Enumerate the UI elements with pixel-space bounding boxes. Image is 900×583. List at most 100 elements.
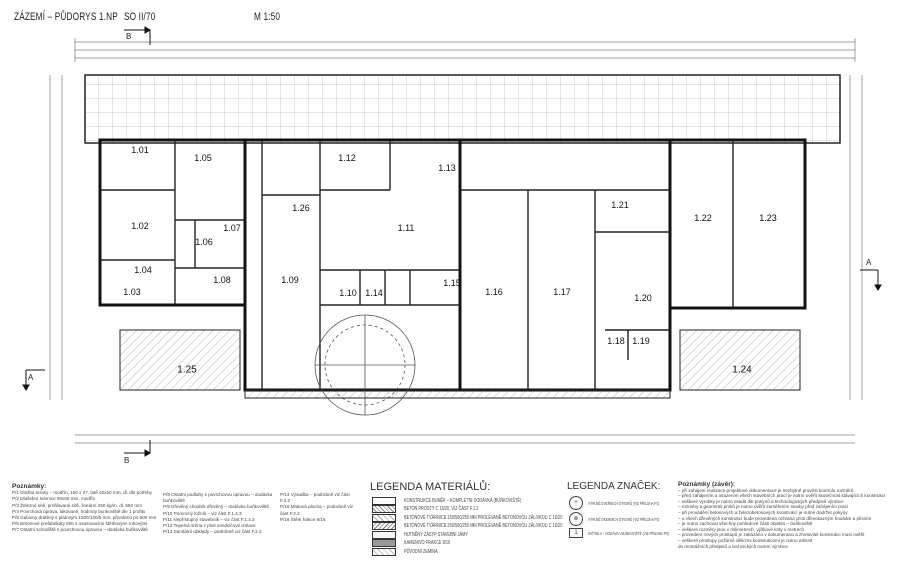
tree-symbol — [314, 314, 416, 416]
note: – veškeré prostupy požárně dělicími kons… — [678, 537, 813, 543]
note: – veškeré rozměry jsou v milimetrech, vý… — [678, 526, 805, 532]
legend-text: BETONOVÉ TVÁRNICE 250/500/250 MM PROLÉVA… — [404, 523, 563, 529]
notes-right: Poznámky (závěr): – při zahájení realiza… — [678, 481, 893, 549]
swatch — [372, 497, 396, 505]
swatch — [372, 548, 396, 556]
note: do montážních předpisů a technických nor… — [678, 543, 788, 549]
note: – před zahájením a osazením všech staveb… — [678, 493, 886, 499]
room-label: 1.19 — [632, 336, 650, 346]
room-label: 1.03 — [123, 287, 141, 297]
room-label: 1.04 — [134, 265, 152, 275]
note: P/5 Gabiony drátěný s plátovým 1500/100/… — [12, 515, 157, 521]
notes-title: Poznámky: — [12, 483, 47, 490]
note: P/8 Ostatní podlahy s povrchovou úpravou… — [163, 492, 273, 504]
room-label: 1.26 — [292, 203, 310, 213]
legend-item: KONSTRUKCE BUNĚK – KOMPLETNÍ DODÁVKA (BU… — [372, 497, 554, 505]
notes-title: Poznámky (závěr): — [678, 481, 736, 488]
legend-item: HUTNĚNÝ ZÁSYP STAVEBNÍ JÁMY — [372, 531, 486, 539]
partitions — [100, 140, 734, 390]
legend-text: HUTNĚNÝ ZÁSYP STAVEBNÍ JÁMY — [404, 532, 468, 538]
room-label: 1.12 — [338, 153, 356, 163]
legend-item: ⊕ VÝPLNĚ OKENNÍCH OTVORŮ (VIZ PŘÍLOHA P2) — [569, 512, 690, 526]
legend-text: VÝPLNĚ DVEŘNÍCH OTVORŮ (VIZ PŘÍLOHA P1) — [588, 500, 660, 506]
room-label: 1.14 — [365, 288, 383, 298]
drawing-scale: M 1:50 — [254, 11, 281, 23]
notes-mid-2: P/14 Výsadba – podrobně viz část F.2.2 P… — [280, 492, 360, 523]
note: P/3 Železné sítě, profilované sítě, line… — [12, 502, 142, 508]
note: P/12 Tepelná stěna z plné sendvičové izo… — [163, 523, 256, 529]
legend-text: BETON PROSTÝ C 16/20, VIZ ČÁST F.1.2 — [404, 506, 479, 512]
note: – je nutno zachovat všechny pohledové čá… — [678, 521, 813, 527]
legend-text: KONSTRUKCE BUNĚK – KOMPLETNÍ DODÁVKA (BU… — [404, 498, 522, 504]
swatch — [372, 539, 396, 547]
note: – rozměry a geometrii prvků je nutno ově… — [678, 504, 849, 510]
note: – při provádění betonových a železobeton… — [678, 509, 848, 515]
room-label: 1.07 — [223, 223, 241, 233]
room-label: 1.09 — [281, 275, 299, 285]
room-label: 1.11 — [397, 223, 415, 233]
room-label: 1.24 — [732, 364, 752, 376]
light-symbol-icon: 1 — [569, 528, 583, 538]
terrace-right — [679, 329, 801, 391]
legend-materials-title: LEGENDA MATERIÁLŮ: — [370, 481, 491, 493]
swatch — [372, 531, 396, 539]
note: P/4 Povrchová úprava, lakované, hodnoty … — [12, 508, 146, 514]
room-label: 1.02 — [131, 221, 149, 231]
room-label: 1.13 — [438, 163, 456, 173]
room-label: 1.06 — [195, 237, 213, 247]
room-label: 1.22 — [694, 213, 712, 223]
object-code: SO II/70 — [124, 11, 156, 23]
section-mark-b-bottom — [124, 440, 151, 457]
drawing-title: ZÁZEMÍ – PŮDORYS 1.NP — [14, 11, 118, 23]
note: P/10 Pomocný ložník – viz část F.1.4.3 — [163, 510, 242, 516]
note: P/14 Výsadba – podrobně viz část F.2.2 — [280, 492, 350, 504]
room-label: 1.17 — [553, 287, 571, 297]
swatch — [372, 514, 396, 522]
note: – veškeré výrobky je nutno osadit dle po… — [678, 498, 844, 504]
legend-item: BETON PROSTÝ C 16/20, VIZ ČÁST F.1.2 — [372, 505, 499, 513]
note: P/11 Nepřístupný stavebník – viz část F.… — [163, 516, 255, 522]
note: P/1 Dlažba terasy – modřín, 160 x 27, la… — [12, 490, 152, 496]
note: P/7 Ostatní schodiště s povrchovou úprav… — [12, 527, 148, 533]
legend-text: PŮVODNÍ ZEMINA — [404, 549, 438, 555]
room-label: 1.20 — [634, 293, 652, 303]
room-label: 1.21 — [611, 200, 629, 210]
section-label-a: A — [28, 373, 34, 382]
note: P/15 Mlatová plocha – podrobně viz část … — [280, 504, 354, 516]
section-label-a: A — [866, 258, 872, 267]
note: P/2 Dlažební tvárnice 80x60 mm, modřín — [12, 496, 96, 502]
note: P/9 Dřevěný chodník dřevěný – dodávka bu… — [163, 504, 269, 510]
legend-text: BETONOVÉ TVÁRNICE 150/500/250 MM PROLÉVA… — [404, 515, 563, 521]
note: – při zahájení realizace projektové doku… — [678, 487, 854, 493]
pergola-roof — [84, 74, 841, 144]
note: P/16 Štěrk frakce 8/16 — [280, 516, 326, 522]
terrace-left — [119, 329, 241, 391]
room-label: 1.18 — [607, 336, 625, 346]
room-label: 1.01 — [131, 145, 149, 155]
legend-item: + VÝPLNĚ DVEŘNÍCH OTVORŮ (VIZ PŘÍLOHA P1) — [569, 496, 690, 510]
window-symbol-icon: ⊕ — [569, 512, 583, 526]
section-mark-b-top — [124, 26, 151, 45]
note: – u všech dřevěných konstrukcí bude prov… — [678, 515, 872, 521]
section-label-b: B — [126, 32, 132, 41]
section-mark-a-right — [860, 269, 882, 291]
note: P/13 Sanitární obklady – podrobně viz čá… — [163, 529, 262, 535]
door-symbol-icon: + — [569, 496, 583, 510]
swatch — [372, 522, 396, 530]
legend-item: KAMENIVO FRAKCE 8/16 — [372, 539, 463, 547]
dimension-lines — [49, 38, 863, 444]
note: – provedení nových prostupů je zakázáno … — [678, 532, 865, 538]
legend-text: VÝPLNĚ OKENNÍCH OTVORŮ (VIZ PŘÍLOHA P2) — [588, 516, 660, 522]
room-label: 1.05 — [194, 153, 212, 163]
notes-left: Poznámky: P/1 Dlažba terasy – modřín, 16… — [12, 483, 157, 534]
notes-mid-1: P/8 Ostatní podlahy s povrchovou úpravou… — [163, 492, 273, 535]
legend-item: BETONOVÉ TVÁRNICE 150/500/250 MM PROLÉVA… — [372, 514, 607, 522]
legend-item: PŮVODNÍ ZEMINA — [372, 548, 447, 556]
room-label: 1.16 — [485, 287, 503, 297]
room-label: 1.15 — [443, 278, 461, 288]
legend-item: BETONOVÉ TVÁRNICE 250/500/250 MM PROLÉVA… — [372, 522, 607, 530]
room-label: 1.25 — [177, 364, 197, 376]
